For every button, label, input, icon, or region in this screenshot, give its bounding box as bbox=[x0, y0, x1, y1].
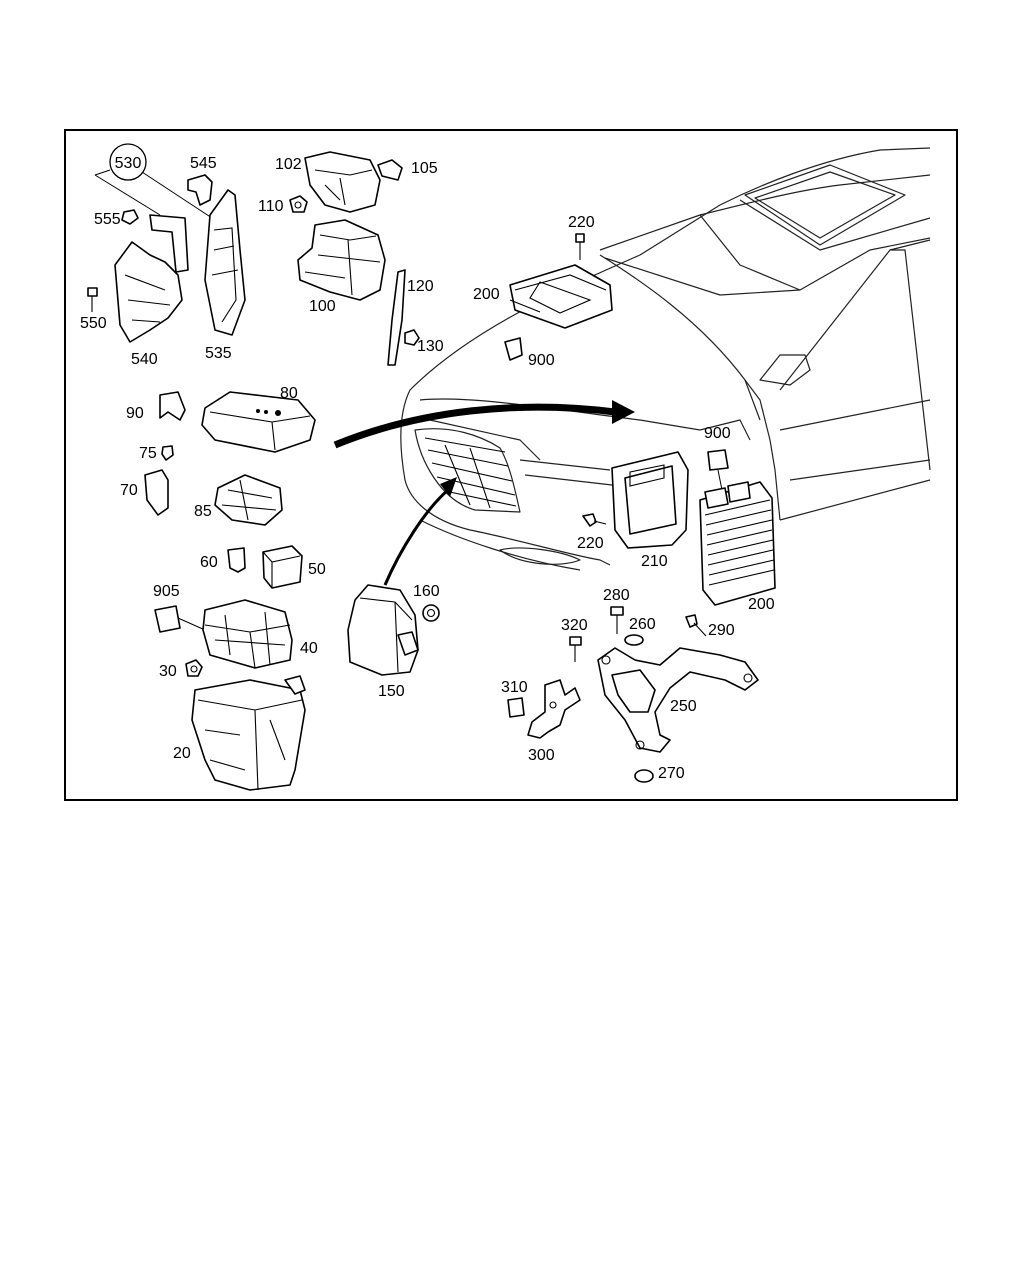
bolt-220-upper bbox=[575, 233, 585, 243]
label-280: 280 bbox=[603, 587, 630, 604]
fuse-box-group: 60 50 905 40 30 20 bbox=[153, 545, 326, 791]
fuse-carrier-group: 530 545 555 540 550 535 bbox=[80, 143, 246, 368]
label-90: 90 bbox=[126, 405, 144, 422]
label-200-lower: 200 bbox=[748, 596, 775, 613]
label-530: 530 bbox=[115, 155, 142, 172]
label-tag-905 bbox=[154, 605, 181, 633]
mounting-bracket-group: 280 320 260 290 250 310 300 270 bbox=[501, 587, 759, 783]
label-210: 210 bbox=[641, 553, 668, 570]
fuse-60 bbox=[227, 547, 246, 573]
label-60: 60 bbox=[200, 554, 218, 571]
connector-900-lower bbox=[707, 449, 729, 471]
cover-102 bbox=[304, 151, 381, 213]
signal-module-group: 90 80 75 70 85 bbox=[120, 385, 316, 526]
label-540: 540 bbox=[131, 351, 158, 368]
connector-900-upper bbox=[504, 337, 523, 361]
nut-110 bbox=[289, 195, 308, 213]
installation-arrows bbox=[333, 400, 635, 586]
relay-base-70 bbox=[144, 469, 169, 516]
label-105: 105 bbox=[411, 160, 438, 177]
rail-120 bbox=[387, 269, 406, 366]
grommet-260 bbox=[624, 634, 644, 646]
label-30: 30 bbox=[159, 663, 177, 680]
ecu-lower-group: 900 220 210 200 bbox=[577, 425, 776, 613]
bracket-540 bbox=[114, 241, 183, 343]
label-535: 535 bbox=[205, 345, 232, 362]
screw-75 bbox=[161, 445, 174, 461]
sensor-unit-group: 150 160 bbox=[347, 583, 440, 700]
power-distributor-group: 102 105 110 100 120 130 bbox=[258, 151, 444, 366]
grommet-270 bbox=[634, 769, 654, 783]
label-555: 555 bbox=[94, 211, 121, 228]
bracket-300 bbox=[527, 679, 581, 739]
label-220-upper: 220 bbox=[568, 214, 595, 231]
clip-105 bbox=[377, 159, 403, 181]
clip-545 bbox=[187, 174, 213, 206]
vehicle-outline bbox=[400, 147, 931, 571]
bracket-arm-540 bbox=[149, 214, 189, 273]
label-160: 160 bbox=[413, 583, 440, 600]
label-250: 250 bbox=[670, 698, 697, 715]
label-20: 20 bbox=[173, 745, 191, 762]
label-130: 130 bbox=[417, 338, 444, 355]
arrow-to-grille bbox=[383, 488, 449, 586]
grommet-160 bbox=[422, 604, 440, 622]
label-40: 40 bbox=[300, 640, 318, 657]
label-545: 545 bbox=[190, 155, 217, 172]
clip-90 bbox=[159, 391, 186, 421]
label-75: 75 bbox=[139, 445, 157, 462]
label-80: 80 bbox=[280, 385, 298, 402]
callout-circle-530 bbox=[109, 143, 147, 181]
housing-20-tab bbox=[284, 675, 306, 695]
holder-85 bbox=[214, 474, 283, 526]
label-120: 120 bbox=[407, 278, 434, 295]
bolt-550 bbox=[87, 287, 98, 297]
module-80 bbox=[201, 391, 316, 453]
label-100: 100 bbox=[309, 298, 336, 315]
bolt-320 bbox=[569, 636, 582, 646]
label-310: 310 bbox=[501, 679, 528, 696]
label-905: 905 bbox=[153, 583, 180, 600]
label-900-lower: 900 bbox=[704, 425, 731, 442]
nut-130 bbox=[404, 329, 420, 346]
label-220-lower: 220 bbox=[577, 535, 604, 552]
label-300: 300 bbox=[528, 747, 555, 764]
label-290: 290 bbox=[708, 622, 735, 639]
clip-310 bbox=[507, 697, 525, 718]
distributor-100 bbox=[297, 219, 386, 301]
label-320: 320 bbox=[561, 617, 588, 634]
label-260: 260 bbox=[629, 616, 656, 633]
label-85: 85 bbox=[194, 503, 212, 520]
label-150: 150 bbox=[378, 683, 405, 700]
label-50: 50 bbox=[308, 561, 326, 578]
ecu-200-upper bbox=[509, 264, 613, 329]
screw-555 bbox=[121, 209, 139, 225]
sensor-connector-150 bbox=[397, 631, 419, 656]
label-70: 70 bbox=[120, 482, 138, 499]
label-900-upper: 900 bbox=[528, 352, 555, 369]
nut-30 bbox=[185, 659, 203, 677]
label-550: 550 bbox=[80, 315, 107, 332]
relay-50 bbox=[262, 545, 303, 589]
label-102: 102 bbox=[275, 156, 302, 173]
bolt-280 bbox=[610, 606, 624, 616]
ecu-upper-group: 220 200 900 bbox=[473, 214, 613, 369]
arrow-to-engine-bay bbox=[333, 403, 616, 449]
label-110: 110 bbox=[258, 198, 284, 215]
label-270: 270 bbox=[658, 765, 685, 782]
label-200-upper: 200 bbox=[473, 286, 500, 303]
housing-535 bbox=[204, 189, 246, 336]
